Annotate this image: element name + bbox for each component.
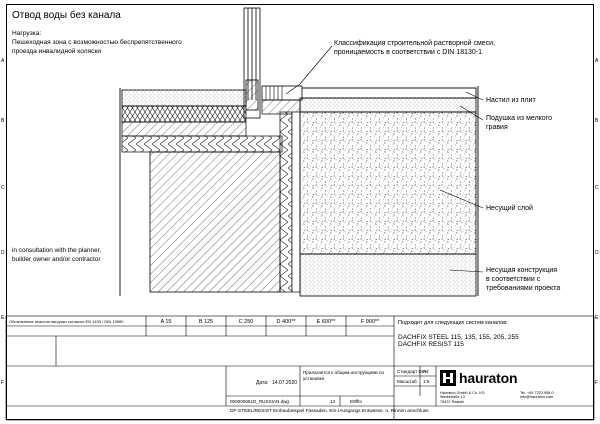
footer-title: DF-STEEL/RESIST Einbaubeispiel Fassaden.…: [230, 409, 429, 414]
file-name: 000000651D_RUSSIAN.dwg: [230, 399, 289, 404]
row-marker: E: [595, 315, 599, 321]
hauraton-logo-icon: [440, 370, 456, 386]
row-marker: A: [595, 58, 599, 64]
product-line: DACHFIX RESIST 115: [398, 341, 464, 348]
callout-line: проницаемость в соответствии с DIN 18130…: [334, 49, 482, 56]
company-contact: Tel. +49 7222 958-0 info@hauraton.com: [520, 391, 554, 400]
callout-line: требованиями проекта: [486, 285, 561, 292]
row-marker: B: [1, 118, 5, 124]
wall-insulation-top: [121, 135, 283, 153]
row-marker: C: [1, 185, 5, 191]
callout-line: Несущая конструкция: [486, 267, 558, 274]
page-number: 13: [330, 399, 336, 404]
load-class-cell: E 600**: [316, 319, 336, 325]
date-value: 14.07.2020: [272, 380, 298, 386]
load-heading: Нагрузка:: [12, 30, 42, 37]
class-header: Обозначение классов нагрузки согласно EN…: [9, 319, 124, 324]
brand-name: hauraton: [459, 370, 518, 386]
row-marker: C: [595, 185, 599, 191]
callout-line: Классификация строительной растворной см…: [334, 40, 496, 47]
row-marker: A: [1, 58, 5, 64]
bearing-layer: [299, 111, 477, 255]
phone: Tel. +49 7222 958-0: [520, 391, 554, 395]
row-marker: B: [595, 118, 599, 124]
email: info@hauraton.com: [520, 395, 554, 400]
row-marker: D: [1, 250, 5, 256]
consultation-note: in consultation with the planner, builde…: [12, 246, 152, 264]
scale-value: 1:5: [423, 379, 430, 384]
brand-logo: hauraton: [440, 370, 517, 386]
insulation-layer: [121, 105, 247, 123]
title-block-grid: [5, 315, 595, 421]
date-label: Дата:: [256, 380, 269, 386]
load-class-cell: A 15: [160, 319, 172, 325]
channel-grate: [261, 85, 303, 101]
installation-note: Прилагается к общим инструкциям по устан…: [303, 370, 385, 381]
load-class-cell: C 250: [238, 319, 254, 325]
load-description: Нагрузка: Пешеходная зона с возможностью…: [12, 29, 242, 56]
gravel-callout: Подушка из мелкого гравия: [486, 114, 552, 132]
row-marker: F: [595, 380, 599, 386]
consult-line: builder owner and/or contractor: [12, 256, 101, 263]
screed-layer: [121, 121, 247, 137]
address-line: 76437 Rastatt: [440, 399, 464, 404]
gravel-bed: [299, 97, 477, 113]
drawing-title: Отвод воды без канала: [12, 10, 121, 21]
load-class-cell: B 125: [198, 319, 214, 325]
callout-line: Подушка из мелкого: [486, 115, 552, 122]
load-class-cell: F 900**: [360, 319, 380, 325]
load-line: проезда инвалидной коляски: [12, 48, 102, 55]
perimeter-insulation: [279, 111, 293, 293]
paving-slab-left: [121, 89, 247, 107]
load-line: Пешеходная зона с возможностью беспрепят…: [12, 39, 182, 46]
standard-label: Стандарт DIN: [397, 369, 427, 374]
slabs-callout: Настил из плит: [486, 97, 536, 104]
concrete-wall: [149, 151, 281, 293]
consult-line: in consultation with the planner,: [12, 247, 102, 254]
load-class-cell: D 400**: [276, 319, 296, 325]
subgrade-callout: Несущая конструкция в соответствии с тре…: [486, 266, 590, 293]
row-marker: E: [1, 315, 5, 321]
product-line: DACHFIX STEEL 115, 135, 155, 205, 255: [398, 334, 519, 341]
window-frame: [243, 7, 261, 119]
row-marker: F: [1, 380, 5, 386]
paper-format: A4: [423, 369, 429, 374]
leader-lines: [285, 45, 484, 273]
sheet-id: E8ffm: [350, 399, 362, 404]
drainage-board: [291, 111, 301, 293]
product-list: DACHFIX STEEL 115, 135, 155, 205, 255 DA…: [398, 334, 519, 348]
company-address: Hauraton GmbH & Co. KG Werkstraße 13 764…: [440, 391, 515, 404]
address-line: Hauraton GmbH & Co. KG: [440, 391, 485, 395]
drawing-frame: [6, 4, 594, 420]
scale-label: Масштаб: [397, 379, 417, 384]
subgrade-layer: [299, 253, 477, 297]
callout-line: в соответствии с: [486, 276, 541, 283]
mortar-callout: Классификация строительной растворной см…: [334, 39, 544, 57]
address-line: Werkstraße 13: [440, 395, 465, 400]
callout-line: гравия: [486, 124, 508, 131]
suitable-header: Подходит для следующих систем каналов:: [398, 320, 508, 326]
bearing-callout: Несущий слой: [486, 205, 533, 212]
row-marker: D: [595, 250, 599, 256]
